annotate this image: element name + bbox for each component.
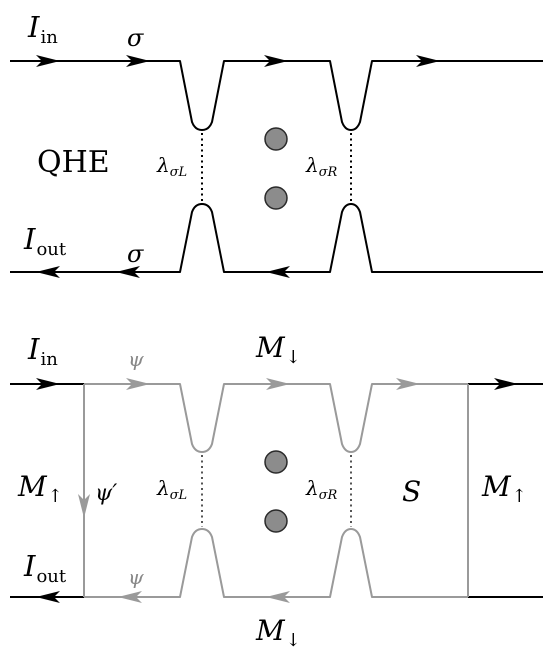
top-label-iin: Iin: [27, 10, 58, 48]
bottom-dot-lower: [264, 509, 288, 533]
bottom-label-s: S: [402, 475, 421, 508]
top-label-iout: Iout: [23, 222, 67, 260]
top-dot-lower: [264, 186, 288, 210]
top-panel: QHE Iin Iout σ σ λσL λσR: [10, 10, 543, 278]
bottom-label-psi-prime: ψ′: [95, 481, 117, 506]
bottom-label-lambda-right: λσR: [305, 476, 338, 503]
top-label-lambda-right: λσR: [305, 153, 338, 180]
top-dot-upper: [264, 127, 288, 151]
top-label-qhe: QHE: [37, 145, 110, 180]
top-label-sigma-lower: σ: [127, 240, 144, 268]
bottom-label-m-up-right: M↑: [481, 470, 527, 507]
bottom-label-lambda-left: λσL: [156, 476, 187, 503]
bottom-dot-upper: [264, 450, 288, 474]
bottom-label-m-down-upper: M↓: [255, 331, 301, 368]
bottom-label-psi-lower: ψ: [128, 565, 144, 589]
bottom-upper-edge: [84, 383, 468, 453]
bottom-label-psi-upper: ψ: [128, 347, 144, 371]
top-label-sigma-upper: σ: [127, 24, 144, 52]
bottom-label-iin: Iin: [27, 332, 58, 370]
bottom-label-m-up-left: M↑: [17, 470, 63, 507]
bottom-label-iout: Iout: [23, 549, 67, 587]
top-lower-edge: [10, 203, 543, 273]
top-upper-edge: [10, 60, 543, 131]
top-label-lambda-left: λσL: [156, 153, 187, 180]
bottom-label-m-down-lower: M↓: [255, 614, 301, 651]
bottom-panel: Iin Iout ψ ψ ψ′ M↓ M↓ M↑ M↑ S λσL λσR: [10, 331, 543, 651]
